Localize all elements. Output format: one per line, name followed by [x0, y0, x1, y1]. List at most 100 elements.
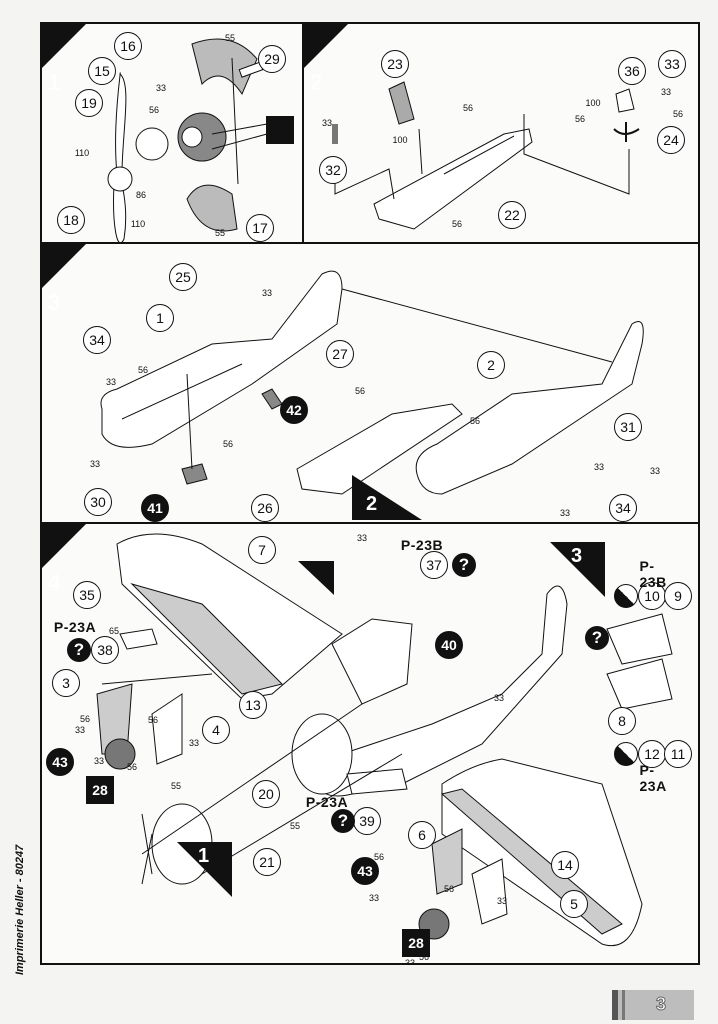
part-callout: 18: [57, 206, 85, 234]
paint-code: 56: [418, 952, 430, 962]
step-badge: 1: [42, 24, 86, 95]
paint-code: 55: [170, 781, 182, 791]
variant-label: P-23A: [53, 619, 97, 635]
part-callout: 29: [258, 45, 286, 73]
decal-callout: 43: [351, 857, 379, 885]
part-callout: 34: [609, 494, 637, 522]
paint-code: 56: [354, 386, 366, 396]
part-callout: 36: [618, 57, 646, 85]
paint-code: 56: [373, 852, 385, 862]
part-callout: 10: [638, 582, 666, 610]
part-callout: 7: [248, 536, 276, 564]
paint-code: 55: [224, 33, 236, 43]
part-callout: 35: [73, 581, 101, 609]
part-callout: 4: [202, 716, 230, 744]
part-callout: 3: [52, 669, 80, 697]
paint-code: 55: [289, 821, 301, 831]
paint-code: 33: [261, 288, 273, 298]
part-callout: 11: [664, 740, 692, 768]
paint-code: 33: [559, 508, 571, 518]
step-ref-number: 1: [198, 845, 210, 867]
paint-code: 86: [135, 190, 147, 200]
paint-code: 33: [404, 958, 416, 965]
part-callout: 17: [246, 214, 274, 242]
step-2-panel: 2 23 32 22 36 33 24 56 33 100 56 33 100 …: [302, 22, 700, 244]
paint-code: 100: [585, 98, 601, 108]
part-callout: 1: [146, 304, 174, 332]
variant-label: P-23A: [305, 794, 349, 810]
paint-code: 33: [493, 693, 505, 703]
paint-code: 33: [593, 462, 605, 472]
see-step-marker: 2: [352, 475, 422, 520]
question-icon: ?: [585, 626, 609, 650]
paint-code: 65: [108, 626, 120, 636]
step-number: 1: [48, 70, 61, 95]
part-number-box: 28: [402, 929, 430, 957]
decal-callout: 43: [46, 748, 74, 776]
paint-code: 56: [137, 365, 149, 375]
step-number: 4: [48, 570, 61, 595]
step-ref-number: 3: [571, 545, 583, 567]
step-badge: 3: [42, 244, 86, 315]
part-callout: 19: [75, 89, 103, 117]
decal-callout: 42: [280, 396, 308, 424]
paint-code: 110: [130, 219, 146, 229]
paint-code: 33: [74, 725, 86, 735]
part-callout: 15: [88, 57, 116, 85]
variant-label: P-23A: [639, 762, 667, 794]
paint-code: 56: [462, 103, 474, 113]
see-step-marker: 3: [550, 542, 605, 597]
step-number: 3: [48, 290, 61, 315]
part-callout: 13: [239, 691, 267, 719]
part-callout: 38: [91, 636, 119, 664]
paint-code: 56: [469, 416, 481, 426]
paint-code: 56: [451, 219, 463, 229]
printer-credit: Imprimerie Heller - 80247: [14, 844, 26, 975]
part-callout: 30: [84, 488, 112, 516]
part-callout: 27: [326, 340, 354, 368]
page-tab-stripe: [622, 990, 625, 1020]
part-callout: 22: [498, 201, 526, 229]
decal-callout: 41: [141, 494, 169, 522]
paint-code: 56: [443, 884, 455, 894]
part-callout: 37: [420, 551, 448, 579]
paint-code: 33: [649, 466, 661, 476]
part-callout: 16: [114, 32, 142, 60]
part-callout: 20: [252, 780, 280, 808]
part-callout: 34: [83, 326, 111, 354]
question-icon: ?: [331, 809, 355, 833]
decal-callout: 40: [435, 631, 463, 659]
part-callout: 6: [408, 821, 436, 849]
part-callout: 9: [664, 582, 692, 610]
paint-color-swatch: [266, 116, 294, 144]
part-callout: 23: [381, 50, 409, 78]
glue-warning-marker: [298, 561, 334, 595]
paint-color-swatch: [614, 742, 638, 766]
step-badge: 4: [42, 524, 86, 595]
part-callout: 32: [319, 156, 347, 184]
paint-code: 33: [368, 893, 380, 903]
paint-code: 33: [496, 896, 508, 906]
part-callout: 24: [657, 126, 685, 154]
paint-code: 33: [89, 459, 101, 469]
part-callout: 12: [638, 740, 666, 768]
part-callout: 31: [614, 413, 642, 441]
paint-code: 33: [93, 756, 105, 766]
step-number: 2: [310, 70, 323, 95]
paint-code: 110: [74, 148, 90, 158]
paint-code: 33: [105, 377, 117, 387]
paint-code: 33: [356, 533, 368, 543]
page-number: 3: [655, 994, 667, 1015]
paint-code: 56: [672, 109, 684, 119]
paint-code: 33: [321, 118, 333, 128]
paint-code: 56: [79, 714, 91, 724]
paint-code: 56: [147, 715, 159, 725]
paint-code: 33: [155, 83, 167, 93]
part-callout: 5: [560, 890, 588, 918]
part-number-box: 28: [86, 776, 114, 804]
paint-code: 56: [574, 114, 586, 124]
page-number-tab: [612, 990, 694, 1020]
cockpit-floor-drawing: [332, 81, 640, 230]
fuselage-assembly-drawing: [100, 270, 644, 495]
see-step-marker: 1: [177, 842, 232, 897]
